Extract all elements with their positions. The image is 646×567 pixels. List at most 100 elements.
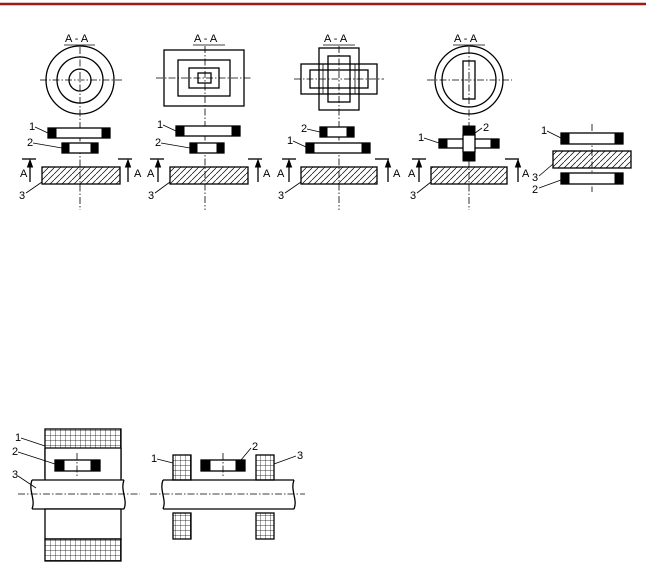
leader-1-3 <box>292 140 307 148</box>
winding-1-cap-left-3 <box>305 142 315 154</box>
winding-2-cap-left-2 <box>189 142 198 154</box>
arrow-label-right-4: A <box>522 168 530 180</box>
label-2-3: 2 <box>301 123 307 135</box>
variant-4: A - A 1 2 3 A A <box>408 33 530 210</box>
shield-bottom-a <box>44 538 122 562</box>
variant-5: 1 3 2 <box>532 124 632 196</box>
winding-1-cap-right-2 <box>231 125 241 137</box>
winding-2-cap-right-3 <box>346 126 355 138</box>
lower-block-a <box>44 508 122 540</box>
leader-1-a <box>20 437 46 447</box>
leader-2-b <box>240 447 252 461</box>
arrowhead-right-3 <box>384 158 392 168</box>
shield-top-left-b <box>172 454 192 481</box>
winding-2-body-5 <box>560 172 624 185</box>
leader-2 <box>32 142 63 149</box>
winding-1-body-3 <box>305 142 371 154</box>
winding-1-cap-right-4 <box>490 138 500 149</box>
label-3-a: 3 <box>12 469 18 481</box>
winding-1-body-5 <box>560 132 624 145</box>
leader-3-b <box>273 455 297 465</box>
leader-3 <box>25 181 43 194</box>
arrowhead-right-2 <box>254 158 262 168</box>
label-1: 1 <box>29 121 35 133</box>
label-2-2: 2 <box>155 137 161 149</box>
winding-1-body <box>47 127 111 139</box>
winding-2-cap-left-3 <box>319 126 328 138</box>
leader-1 <box>34 126 49 134</box>
arrowhead-left-4 <box>415 158 423 168</box>
winding-1-cap-left-5 <box>560 132 570 145</box>
arrowhead-left-3 <box>285 158 293 168</box>
leader-1-b <box>156 458 174 464</box>
winding-2-cap-left <box>61 142 70 154</box>
label-3-5: 3 <box>532 172 538 184</box>
arrow-label-left-3: A <box>277 168 285 180</box>
label-2-4: 2 <box>483 122 489 134</box>
winding-2-cap-right-b <box>235 459 246 472</box>
winding-2-window-4 <box>462 134 476 153</box>
arrow-label-left-2: A <box>147 168 155 180</box>
shield-3-5 <box>552 150 632 169</box>
label-3-2: 3 <box>148 190 154 202</box>
winding-2-cap-right-5 <box>614 172 624 185</box>
section-label-2: A - A <box>194 33 218 45</box>
shield-3-4 <box>430 166 508 185</box>
variant-3: A - A 2 1 3 A A <box>277 33 401 210</box>
leader-2-2 <box>160 142 191 149</box>
leader-3-a <box>17 475 37 489</box>
leader-3-3 <box>284 181 302 194</box>
winding-1-cap-left-4 <box>438 138 448 149</box>
label-3: 3 <box>19 190 25 202</box>
arrow-label-right-3: A <box>393 168 401 180</box>
arrow-label-right-1: A <box>134 168 142 180</box>
winding-2-cap-left-a <box>54 459 65 472</box>
arrow-label-left-4: A <box>408 168 416 180</box>
leader-2-5 <box>538 179 562 189</box>
leader-3-2 <box>154 181 171 194</box>
shield-3-2 <box>169 166 249 185</box>
winding-2-cap-right-a <box>90 459 101 472</box>
leader-3-5 <box>538 163 554 177</box>
arrowhead-right-4 <box>514 158 522 168</box>
label-1-b: 1 <box>151 453 157 465</box>
label-2: 2 <box>27 137 33 149</box>
label-1-3: 1 <box>287 135 293 147</box>
label-3-4: 3 <box>410 190 416 202</box>
label-2-5: 2 <box>532 184 538 196</box>
label-2-b: 2 <box>252 441 258 453</box>
leader-1-4 <box>423 137 440 144</box>
variant-2: A - A 1 2 3 A A <box>147 33 271 210</box>
winding-1-cap-right-5 <box>614 132 624 145</box>
arrowhead-right-1 <box>124 158 132 168</box>
section-label-3: A - A <box>324 33 348 45</box>
shaft-b <box>161 479 296 510</box>
arrowhead-left-2 <box>154 158 162 168</box>
leader-1-5 <box>546 130 562 139</box>
label-1-a: 1 <box>15 432 21 444</box>
winding-2-cap-right <box>90 142 99 154</box>
core-shield-variant-a: 1 2 3 <box>12 428 140 562</box>
section-label-1: A - A <box>65 33 89 45</box>
label-1-5: 1 <box>541 125 547 137</box>
leader-2-a <box>17 451 56 465</box>
shield-3 <box>41 166 121 185</box>
arrow-label-right-2: A <box>263 168 271 180</box>
arrow-label-left-1: A <box>20 168 28 180</box>
leader-1-2 <box>162 124 177 132</box>
winding-2-cap-left-5 <box>560 172 570 185</box>
label-1-2: 1 <box>157 119 163 131</box>
winding-1-body-2 <box>175 125 241 137</box>
winding-1-cap-left <box>47 127 57 139</box>
label-1-4: 1 <box>418 132 424 144</box>
section-label-4: A - A <box>454 33 478 45</box>
leader-3-4 <box>416 181 432 194</box>
shield-top-right-b <box>255 454 275 481</box>
label-2-a: 2 <box>12 446 18 458</box>
leader-2-4 <box>474 127 483 134</box>
shield-bottom-right-b <box>255 512 275 540</box>
leader-2-3 <box>306 128 321 133</box>
winding-1-cap-right-3 <box>361 142 371 154</box>
